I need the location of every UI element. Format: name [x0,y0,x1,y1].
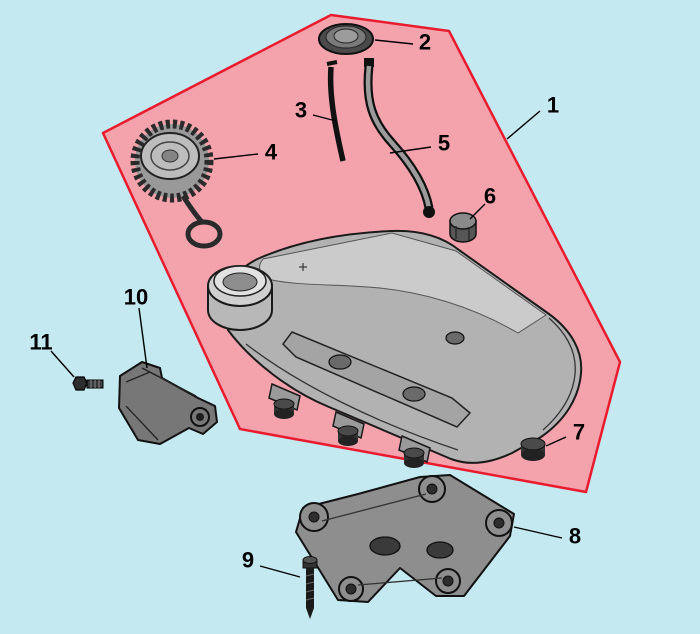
fuel-line-short [326,60,346,162]
callout-5: 5 [389,131,450,156]
strap-hole [328,354,352,370]
callout-5-label: 5 [438,131,450,156]
callout-9-leader [259,565,301,578]
tank-hole [445,331,465,345]
callout-4: 4 [213,140,278,165]
callout-1: 1 [506,93,559,140]
callout-10: 10 [124,285,148,369]
filler-neck [207,265,273,331]
callout-1-label: 1 [547,93,559,118]
callout-10-label: 10 [124,285,148,310]
callout-11: 11 [29,330,75,378]
strap-hole [402,386,426,402]
fuel-tank [207,229,583,464]
callout-8-leader [513,526,563,539]
filler-grommet [318,23,374,55]
callout-10-leader [138,307,148,369]
fuel-line-long [363,58,435,218]
grommet-part7 [520,437,546,461]
callout-6-leader [469,203,486,220]
callout-4-leader [213,153,259,160]
side-bracket [118,361,218,445]
callout-11-label: 11 [29,330,52,355]
vent-mark [299,263,307,271]
callout-3-leader [312,114,337,122]
callout-6: 6 [469,184,496,220]
callout-6-label: 6 [484,184,496,209]
mount-grommet [403,447,425,468]
callout-9-label: 9 [242,548,254,573]
callout-5-leader [389,146,432,154]
callout-9: 9 [242,548,301,578]
callout-2-label: 2 [419,30,431,55]
callout-4-label: 4 [265,140,278,165]
callout-8-label: 8 [569,524,581,549]
callout-3-label: 3 [295,98,307,123]
callout-1-leader [506,110,541,140]
callout-2-leader [374,39,414,45]
screw [72,376,104,391]
callout-3: 3 [295,98,337,123]
callout-2: 2 [374,30,431,55]
tether-ring [185,219,223,249]
callout-8: 8 [513,524,581,549]
callout-11-leader [50,350,75,378]
bolt [302,556,318,619]
mounting-bracket [295,474,515,603]
mount-grommet [337,425,359,446]
tank-strap [282,331,472,428]
outlet-fitting [449,212,477,243]
callout-7-leader [545,436,567,447]
callout-7-label: 7 [573,420,585,445]
mount-grommet [273,398,295,419]
callout-7: 7 [545,420,585,447]
fuel-cap [130,119,223,249]
